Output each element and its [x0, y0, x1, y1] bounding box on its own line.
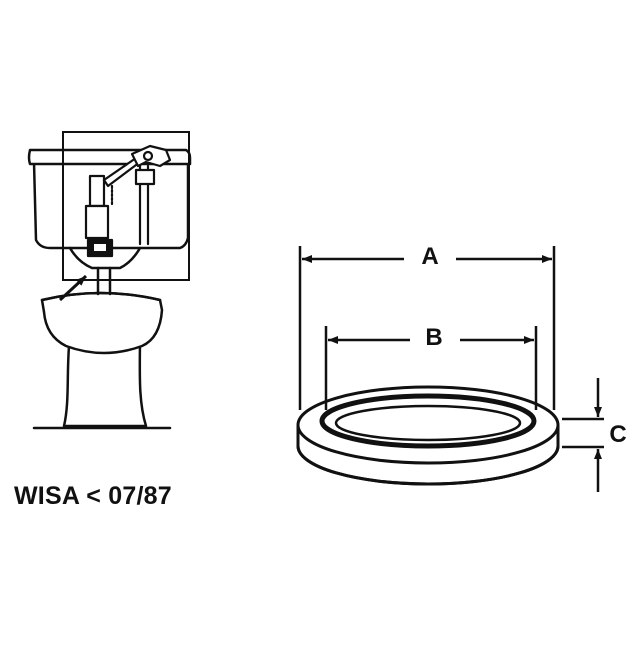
- toilet-pedestal: [62, 332, 148, 428]
- toilet-seat: [40, 291, 162, 302]
- tank-neck: [68, 246, 142, 270]
- valve-body: [84, 204, 110, 240]
- washer-pointer-arrow: [58, 274, 88, 302]
- dim-b-label: B: [425, 324, 442, 351]
- overflow-top: [134, 168, 156, 186]
- washer-ring: [296, 385, 560, 486]
- dim-c-label: C: [609, 421, 626, 448]
- handle-pivot: [142, 150, 154, 162]
- washer-hole: [334, 404, 522, 442]
- washer-top-face: [296, 385, 560, 465]
- dim-a-label: A: [421, 243, 438, 270]
- model-caption: WISA < 07/87: [14, 482, 172, 510]
- dimension-b: [324, 326, 538, 410]
- valve-tube: [88, 174, 106, 208]
- washer-bottom-edge: [296, 445, 560, 486]
- flush-valve-assembly: [84, 144, 172, 258]
- washer-inner-edge: [319, 393, 537, 449]
- toilet-illustration: [27, 148, 192, 430]
- dimension-a: [298, 246, 556, 410]
- washer-highlight: [94, 244, 106, 251]
- toilet-bowl: [40, 291, 164, 355]
- detail-frame: [62, 131, 190, 281]
- dimension-c: [562, 378, 604, 492]
